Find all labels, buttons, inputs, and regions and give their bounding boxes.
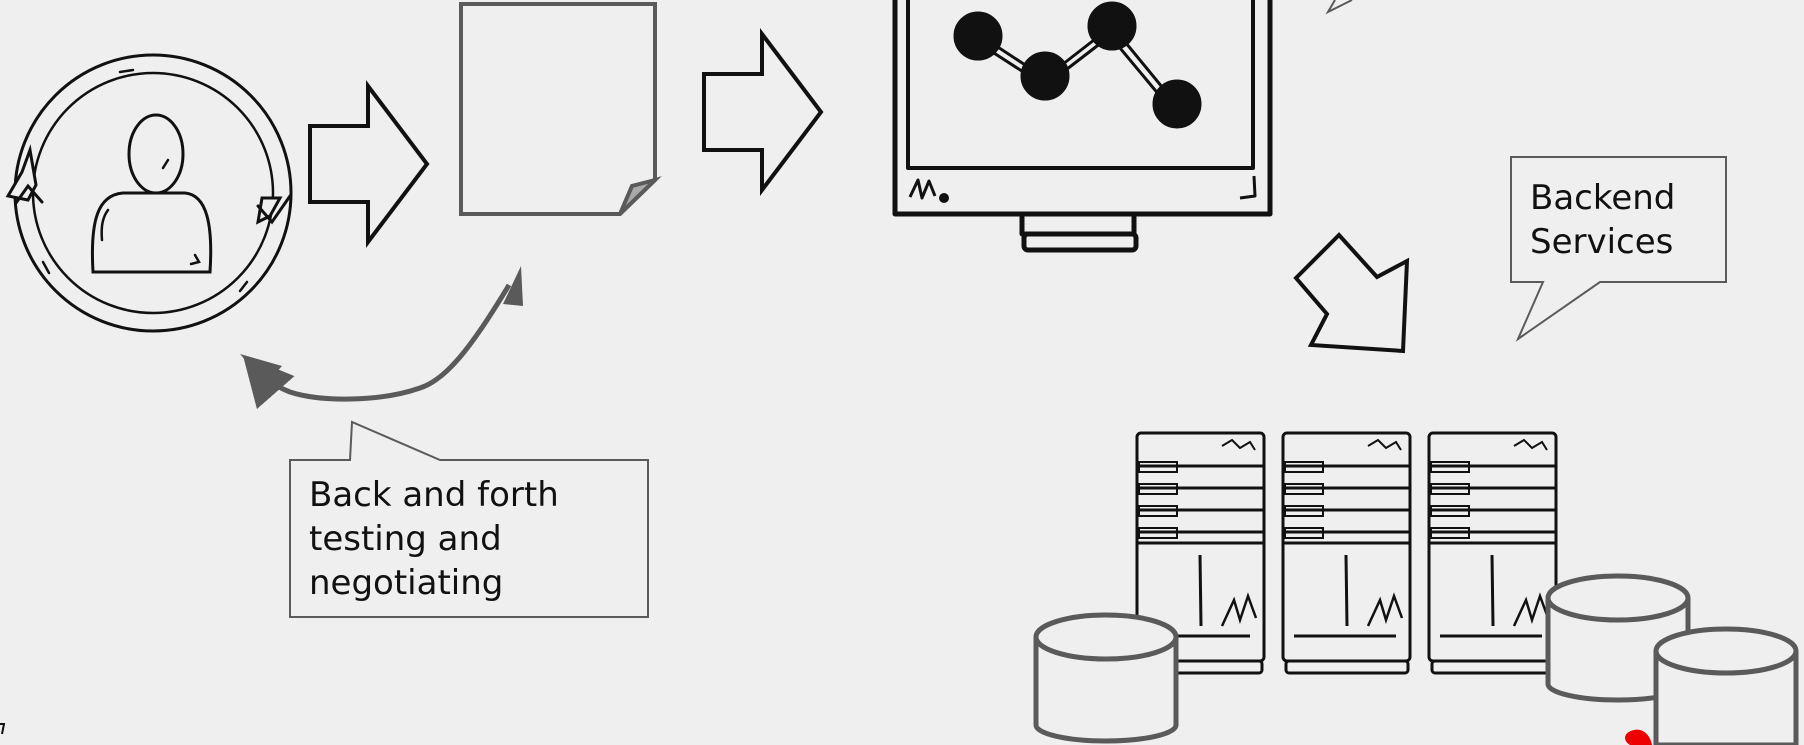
arrow-right-icon — [704, 34, 821, 190]
negotiation-callout-text: Back and forth testing and negotiating — [309, 473, 559, 605]
database-icon — [1656, 629, 1796, 745]
document-icon — [461, 4, 655, 214]
backend-callout-text: Backend Services — [1530, 176, 1675, 264]
brand-logo-icon — [1625, 730, 1652, 745]
negotiation-callout-line: testing and — [309, 517, 559, 561]
monitor-chart-icon — [895, 0, 1270, 250]
arrowhead — [240, 354, 282, 384]
curved-arrow-icon — [256, 285, 509, 399]
backend-callout-line: Backend — [1530, 176, 1675, 220]
negotiation-callout-line: negotiating — [309, 561, 559, 605]
database-icon — [1036, 615, 1176, 741]
negotiation-callout-line: Back and forth — [309, 473, 559, 517]
arrow-right-icon — [310, 86, 427, 242]
user-cycle-icon — [8, 55, 291, 331]
edge-mark — [0, 724, 4, 734]
callout-tail — [1328, 0, 1352, 12]
server-rack-icon — [1137, 433, 1556, 673]
backend-callout-line: Services — [1530, 220, 1675, 264]
arrow-down-right-icon — [1296, 235, 1407, 351]
